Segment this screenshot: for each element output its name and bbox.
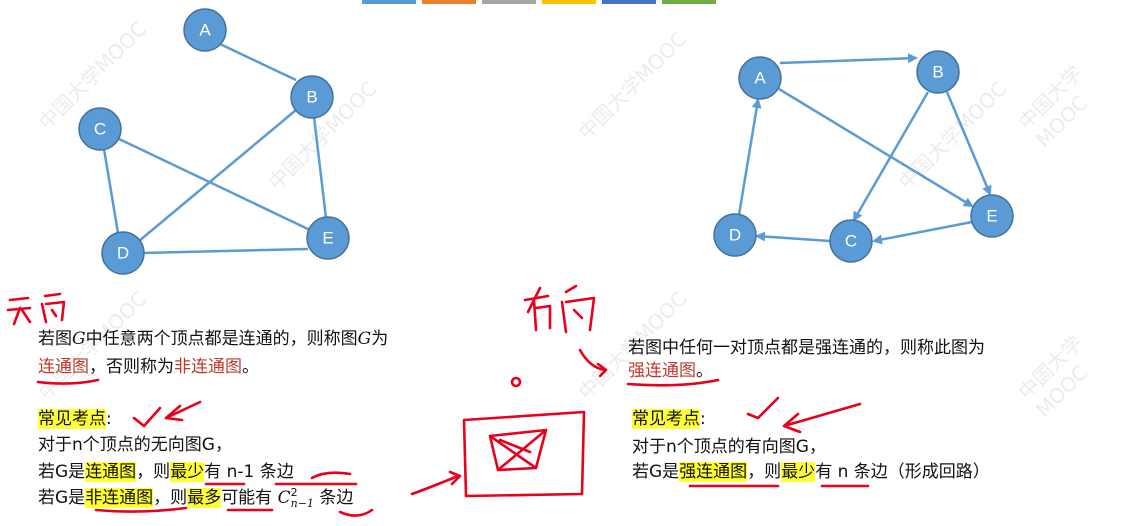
tab-color-5[interactable]: [602, 0, 656, 4]
arc-e-c: [872, 220, 973, 245]
edge-c-e: [116, 136, 311, 232]
left-definition-line-1: 若图G中任意两个顶点都是连通的，则称图G为: [38, 328, 388, 351]
math-g: G: [72, 329, 86, 349]
text-fragment: ，否则称为: [89, 357, 174, 377]
edge-b-d: [138, 109, 297, 242]
arc-b-c: [852, 91, 930, 222]
right-line-b: 若G是强连通图，则最少有 n 条边（形成回路）: [632, 461, 990, 484]
text-fragment: 有 n 条边（形成回路）: [815, 462, 990, 482]
svg-text:B: B: [306, 88, 317, 107]
undirected-graph-edges: [102, 42, 328, 255]
edge-b-e: [312, 116, 328, 219]
text-fragment: 若G是: [632, 462, 680, 482]
node-e: E: [970, 194, 1014, 238]
right-line-a: 对于n个顶点的有向图G，: [632, 437, 826, 457]
node-d: D: [101, 231, 145, 275]
text-fragment: 若G是: [38, 488, 86, 508]
node-d: D: [713, 213, 757, 257]
node-b: B: [916, 50, 960, 94]
tab-color-2[interactable]: [422, 0, 476, 4]
math-sup: 2: [290, 486, 298, 499]
tab-color-6[interactable]: [662, 0, 716, 4]
edge-d-e: [141, 247, 309, 255]
top-color-tabs: [362, 0, 716, 4]
exam-label: 常见考点: [632, 409, 700, 429]
term-strongly-connected: 强连通图: [628, 361, 696, 381]
arc-a-e: [778, 87, 974, 208]
svg-text:E: E: [986, 207, 997, 226]
text-fragment: 条边: [313, 488, 354, 508]
svg-text:D: D: [117, 244, 129, 263]
directed-graph-arcs: [737, 53, 992, 245]
text-fragment: :: [106, 409, 112, 429]
text-fragment: 中任意两个顶点都是连通的，则称图: [85, 329, 358, 349]
left-exam-point-label: 常见考点:: [38, 408, 112, 431]
highlight-most: 最多: [187, 488, 222, 508]
svg-text:A: A: [754, 69, 766, 88]
left-line-a: 对于n个顶点的无向图G，: [38, 435, 232, 455]
node-b: B: [290, 75, 334, 119]
node-c: C: [829, 219, 873, 263]
right-definition-line-2: 强连通图。: [628, 360, 713, 383]
highlight-least: 最少: [781, 462, 816, 482]
text-fragment: 可能有: [221, 488, 278, 508]
text-fragment: 。: [242, 357, 259, 377]
text-fragment: 有 n-1 条边: [204, 462, 294, 482]
text-fragment: :: [700, 409, 706, 429]
text-fragment: ，则: [136, 462, 171, 482]
text-fragment: 为: [371, 329, 389, 349]
tab-color-4[interactable]: [542, 0, 596, 4]
undirected-graph-nodes: A B C D E: [78, 8, 350, 275]
arc-a-b: [779, 53, 918, 65]
right-definition-line-1: 若图中任何一对顶点都是强连通的，则称此图为: [628, 338, 985, 358]
node-a: A: [738, 56, 782, 100]
term-disconnected-graph: 非连通图: [174, 357, 242, 377]
highlight-least: 最少: [170, 462, 205, 482]
node-a: A: [183, 8, 227, 52]
svg-text:D: D: [729, 226, 741, 245]
svg-text:C: C: [845, 232, 857, 251]
svg-text:E: E: [322, 229, 333, 248]
text-fragment: ，则: [153, 488, 188, 508]
arc-b-e: [945, 91, 992, 196]
math-sub: n−1: [290, 497, 314, 510]
svg-text:A: A: [199, 21, 211, 40]
arc-d-a: [737, 98, 762, 216]
left-definition-line-2: 连通图，否则称为非连通图。: [38, 356, 259, 379]
highlight-strongly-connected: 强连通图: [679, 462, 748, 482]
term-connected-graph: 连通图: [38, 357, 89, 377]
tab-color-3[interactable]: [482, 0, 536, 4]
text-fragment: 若G是: [38, 462, 86, 482]
exam-label: 常见考点: [38, 409, 106, 429]
node-c: C: [78, 107, 122, 151]
text-fragment: ，则: [747, 462, 782, 482]
edge-c-d: [102, 148, 120, 234]
svg-text:C: C: [94, 120, 106, 139]
arc-c-d: [755, 231, 831, 243]
highlight-connected: 连通图: [85, 462, 137, 482]
text-fragment: 若图: [38, 329, 72, 349]
directed-graph-nodes: A B C D E: [713, 50, 1014, 263]
math-g: G: [357, 329, 372, 349]
math-c: C: [277, 488, 291, 508]
left-line-b: 若G是连通图，则最少有 n-1 条边: [38, 461, 294, 484]
highlight-disconnected: 非连通图: [85, 488, 154, 508]
svg-text:B: B: [932, 63, 943, 82]
tab-color-1[interactable]: [362, 0, 416, 4]
right-exam-point-label: 常见考点:: [632, 408, 706, 431]
node-e: E: [306, 216, 350, 260]
edge-a-b: [219, 42, 297, 82]
text-fragment: 。: [696, 361, 713, 381]
